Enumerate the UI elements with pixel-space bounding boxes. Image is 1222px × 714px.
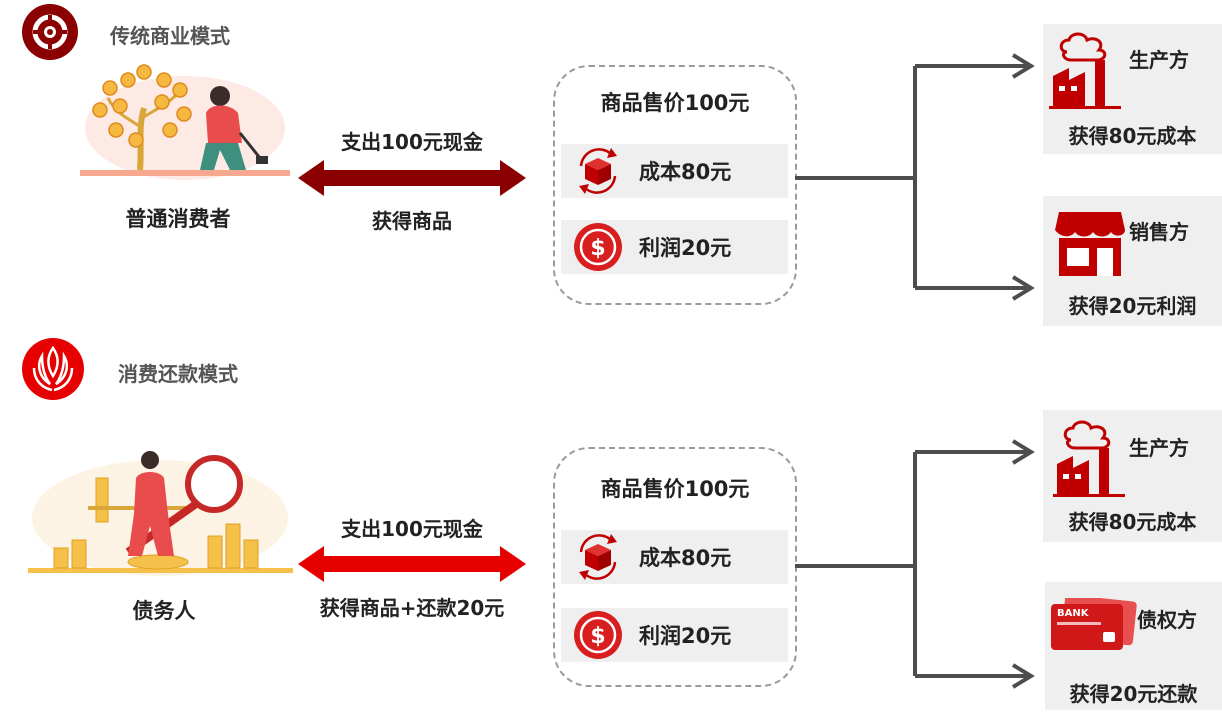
- factory-icon: [1049, 32, 1121, 109]
- cube-cycle-icon: [579, 148, 617, 194]
- branch-connector-2: [795, 439, 1035, 689]
- svg-text:$: $: [590, 624, 605, 649]
- section2-title: 消费还款模式: [118, 362, 238, 386]
- arrow2-double-arrow: [298, 546, 526, 582]
- arrow1-bottom-label: 获得商品: [372, 209, 452, 233]
- cost-label: 成本80元: [639, 160, 732, 184]
- creditor-name: 债权方: [1137, 608, 1197, 632]
- cost-row-1: 成本80元: [561, 144, 788, 198]
- factory-icon: [1053, 420, 1125, 497]
- producer-name: 生产方: [1129, 48, 1189, 72]
- seller-name: 销售方: [1129, 220, 1189, 244]
- flame-icon: [32, 345, 74, 392]
- producer-gain: 获得80元成本: [1068, 510, 1197, 534]
- section2-badge: [22, 338, 84, 400]
- consumer-label: 普通消费者: [125, 207, 231, 231]
- debtor-illustration: [28, 448, 293, 578]
- lifebuoy-icon: [32, 14, 68, 50]
- cube-cycle-icon: [579, 534, 617, 580]
- cost-row-2: 成本80元: [561, 530, 788, 584]
- seller-card-1: 销售方 获得20元利润: [1043, 196, 1222, 326]
- section1-title: 传统商业模式: [110, 24, 230, 48]
- bank-card-icon: BANK: [1051, 598, 1137, 650]
- arrow2-bottom-label: 获得商品+还款20元: [319, 596, 505, 620]
- arrow1-top-label: 支出100元现金: [341, 130, 483, 154]
- arrow2-top-label: 支出100元现金: [341, 517, 483, 541]
- debtor-label: 债务人: [132, 599, 196, 623]
- profit-label: 利润20元: [639, 236, 732, 260]
- price-box-title: 商品售价100元: [600, 91, 750, 115]
- producer-gain: 获得80元成本: [1068, 124, 1197, 148]
- creditor-gain: 获得20元还款: [1069, 682, 1198, 706]
- dollar-coin-icon: $: [574, 611, 622, 659]
- profit-row-1: $ 利润20元: [561, 220, 788, 274]
- svg-text:$: $: [590, 236, 605, 261]
- arrow1-double-arrow: [298, 160, 526, 196]
- profit-label: 利润20元: [639, 624, 732, 648]
- cost-label: 成本80元: [639, 546, 732, 570]
- producer-card-1: 生产方 获得80元成本: [1043, 24, 1222, 154]
- creditor-card-2: BANK 债权方 获得20元还款: [1045, 582, 1222, 710]
- store-icon: [1055, 212, 1125, 276]
- branch-connector-1: [795, 53, 1035, 301]
- price-box-title: 商品售价100元: [600, 477, 750, 501]
- section1-badge: [22, 4, 78, 60]
- profit-row-2: $ 利润20元: [561, 608, 788, 662]
- card-text: BANK: [1057, 608, 1090, 619]
- seller-gain: 获得20元利润: [1068, 294, 1197, 318]
- dollar-coin-icon: $: [574, 223, 622, 271]
- producer-card-2: 生产方 获得80元成本: [1043, 410, 1222, 542]
- producer-name: 生产方: [1129, 436, 1189, 460]
- consumer-illustration: [80, 58, 290, 183]
